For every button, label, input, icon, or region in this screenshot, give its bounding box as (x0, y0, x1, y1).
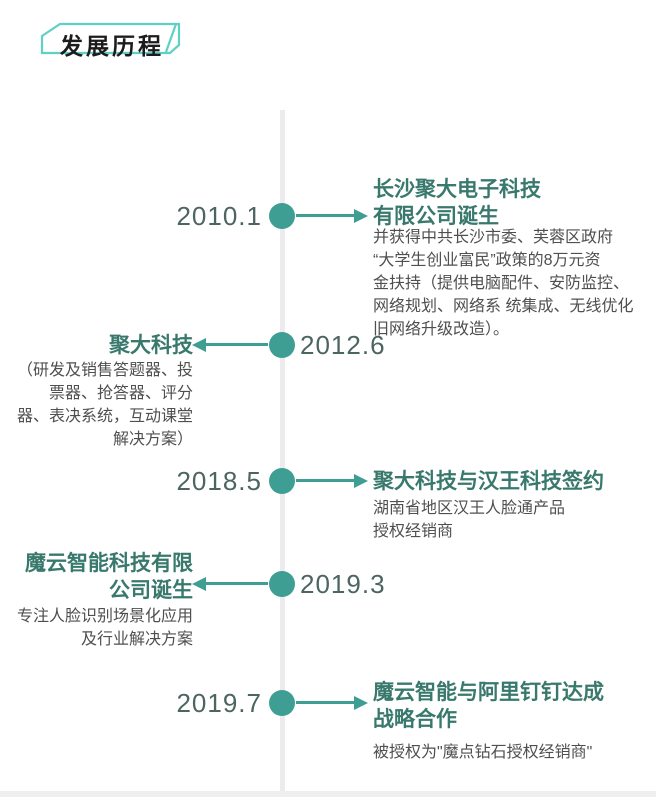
arrow-line (296, 479, 354, 482)
arrow-right-icon (354, 474, 368, 488)
arrow-line (296, 701, 354, 704)
entry-description: 专注人脸识别场景化应用 及行业解决方案 (16, 608, 193, 648)
entry-date: 2019.7 (176, 688, 262, 718)
entry-title: 魔云智能科技有限 公司诞生 (25, 552, 193, 602)
footer-divider-bar (0, 791, 656, 797)
arrow-left-icon (192, 338, 206, 352)
entry-date: 2012.6 (300, 330, 386, 360)
entry-description: 湖南省地区汉王人脸通产品 授权经销商 (373, 500, 566, 540)
entry-date: 2019.3 (300, 569, 386, 599)
arrow-line (296, 214, 354, 217)
entry-description: 并获得中共长沙市委、芙蓉区政府 “大学生创业富民”政策的8万元资 金扶持（提供电… (373, 229, 634, 338)
entry-description: （研发及销售答题器、投 票器、抢答器、评分 器、表决系统，互动课堂 解决方案） (16, 362, 193, 448)
timeline-axis (280, 110, 285, 791)
arrow-right-icon (354, 696, 368, 710)
timeline-dot (269, 690, 295, 716)
entry-title: 聚大科技 (109, 334, 193, 357)
arrow-right-icon (354, 209, 368, 223)
timeline-dot (269, 203, 295, 229)
section-badge-outline (40, 22, 181, 55)
timeline-dot (269, 332, 295, 358)
entry-title: 魔云智能与阿里钉钉达成 战略合作 (373, 681, 604, 731)
timeline-dot (269, 571, 295, 597)
arrow-line (206, 582, 268, 585)
entry-date: 2010.1 (176, 201, 262, 231)
page-title: 发展历程 (60, 33, 164, 59)
arrow-line (206, 343, 268, 346)
entry-title: 长沙聚大电子科技 有限公司诞生 (373, 178, 541, 228)
entry-date: 2018.5 (176, 466, 262, 496)
entry-description: 被授权为"魔点钻石授权经销商" (373, 744, 593, 761)
timeline-dot (269, 468, 295, 494)
arrow-left-icon (192, 577, 206, 591)
entry-title: 聚大科技与汉王科技签约 (373, 470, 604, 493)
